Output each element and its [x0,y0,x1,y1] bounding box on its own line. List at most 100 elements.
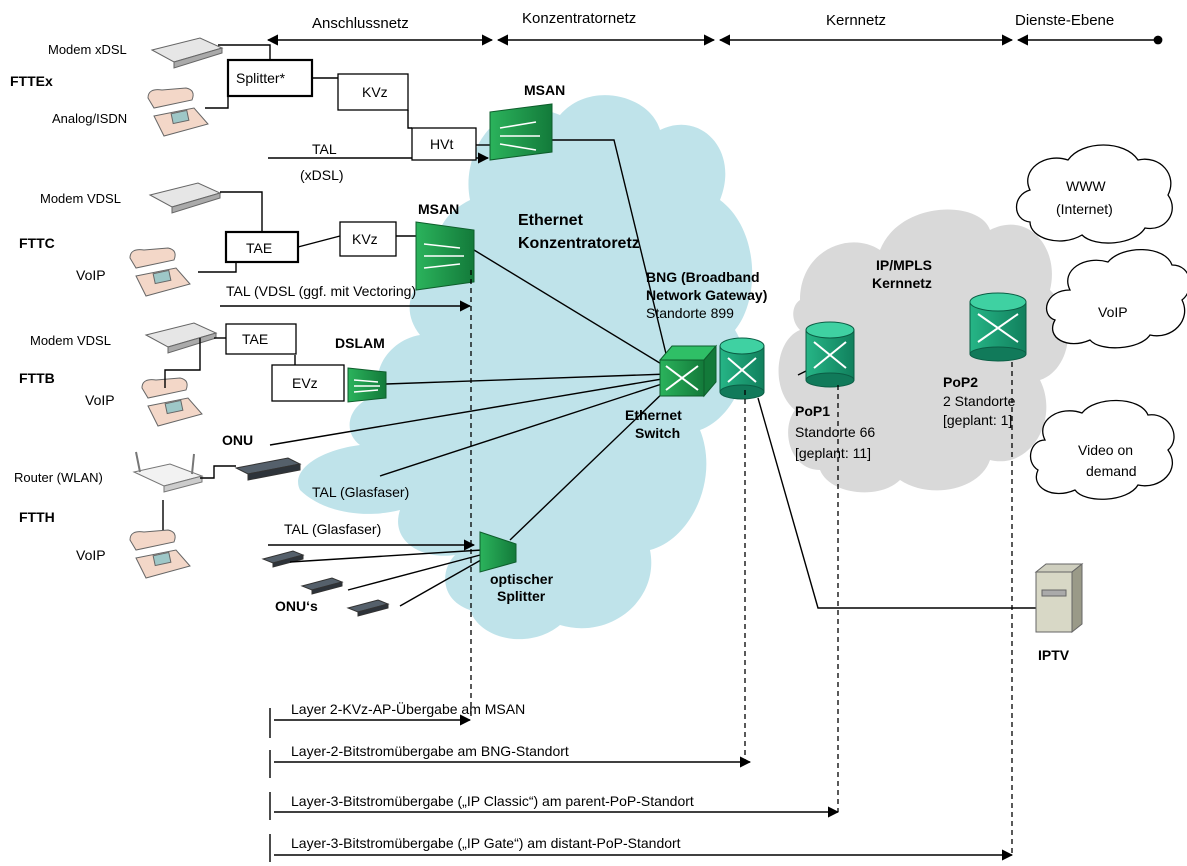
iptv-link [757,397,1036,609]
pop1-label: Standorte 66 [795,424,875,440]
splitter-label: Splitter* [236,70,286,86]
msan-node [489,103,553,161]
hvt-label: HVt [430,136,453,152]
handover-label: Layer-3-Bitstromübergabe („IP Classic“) … [291,793,694,809]
tae-box [225,323,297,355]
wire [297,235,341,248]
handover-label: Layer-2-Bitstromübergabe am BNG-Standort [291,743,569,759]
ipmpls-label: IP/MPLS [876,257,932,273]
www-cloud [1015,144,1173,244]
tal-label: TAL (Glasfaser) [312,484,409,500]
tae-box [224,230,300,264]
onu-icon [234,457,302,481]
link [552,139,669,363]
label-voip-2: VoIP [85,392,115,408]
label-modem-xdsl: Modem xDSL [48,42,127,57]
ipmpls-label: Kernnetz [872,275,932,291]
link [399,555,489,607]
wire [198,262,237,273]
pop1-label: [geplant: 11] [795,445,871,461]
label-ftth: FTTH [19,509,55,525]
modem-icon [148,182,222,214]
header-anschlussnetz: Anschlussnetz [312,15,409,32]
link [385,373,669,385]
wire [407,110,412,129]
hvt-box [411,127,477,161]
handover-label: Layer-3-Bitstromübergabe („IP Gate“) am … [291,835,681,851]
voip-service-label: VoIP [1098,304,1128,320]
pop2-router-node [969,292,1027,362]
video-label: Video on [1078,442,1133,458]
iptv-label: IPTV [1038,647,1070,663]
label-modem-vdsl-2: Modem VDSL [30,333,111,348]
video-cloud [1029,399,1175,500]
bng-label: Standorte 899 [646,305,734,321]
www-label: (Internet) [1056,201,1113,217]
tal-label: (xDSL) [300,167,344,183]
bng-label: Network Gateway) [646,287,767,303]
pop2-label: [geplant: 1] [943,412,1012,428]
pop2-label: 2 Standorte [943,393,1016,409]
label-analog-isdn: Analog/ISDN [52,111,127,126]
optical-splitter-label: Splitter [497,588,546,604]
wire [200,465,236,479]
wire [218,44,271,62]
label-fttc: FTTC [19,235,55,251]
ethernet-switch-label: Switch [635,425,680,441]
label-voip-3: VoIP [76,547,106,563]
onu-icon [346,599,390,617]
pop2-label: PoP2 [943,374,978,390]
modem-icon [144,322,218,354]
voip-service-cloud [1046,248,1187,349]
onu-icon [261,550,305,568]
bng-label: BNG (Broadband [646,269,760,285]
link [347,553,485,591]
tal-label: TAL [312,141,337,157]
header-konzentratornetz: Konzentratornetz [522,10,636,27]
ethernet-concentrator-cloud [298,95,753,640]
ethernet-switch-node [658,344,718,398]
evz-box [271,364,345,402]
link [509,387,669,541]
optical-splitter-node [479,531,517,573]
link [269,377,669,446]
phone-icon [129,247,191,297]
tae-label: TAE [242,331,268,347]
header-dienste-ebene: Dienste-Ebene [1015,12,1114,29]
kvz-box [339,221,397,257]
tal-label: TAL (Glasfaser) [284,521,381,537]
link [473,249,669,369]
www-label: WWW [1066,178,1106,194]
ethernet-cloud-label: Ethernet [518,212,584,229]
msan-label: MSAN [524,82,565,98]
label-router-wlan: Router (WLAN) [14,470,103,485]
label-onus: ONU‘s [275,598,318,614]
router-icon [132,451,204,493]
onu-icon [300,577,344,595]
label-fttex: FTTEx [10,73,53,89]
pop1-label: PoP1 [795,403,830,419]
wire [164,338,201,388]
msan-node [415,221,475,291]
bng-router-node [719,337,765,400]
dslam-label: DSLAM [335,335,385,351]
ethernet-cloud-label: Konzentratoretz [518,235,640,252]
msan-label: MSAN [418,201,459,217]
evz-label: EVz [292,375,318,391]
kvz-label: KVz [362,84,388,100]
iptv-server-icon [1034,562,1084,634]
link [289,549,483,563]
kvz-label: KVz [352,231,378,247]
tae-label: TAE [246,240,272,256]
link [379,381,669,477]
dslam-node [347,367,387,403]
ip-mpls-core-cloud [778,209,1069,493]
header-kernnetz: Kernnetz [826,12,886,29]
splitter-box [226,58,314,98]
handover-label: Layer 2-KVz-AP-Übergabe am MSAN [291,700,525,717]
phone-icon [147,87,209,137]
wire [220,191,263,232]
label-onu: ONU [222,432,253,448]
label-fttb: FTTB [19,370,55,386]
